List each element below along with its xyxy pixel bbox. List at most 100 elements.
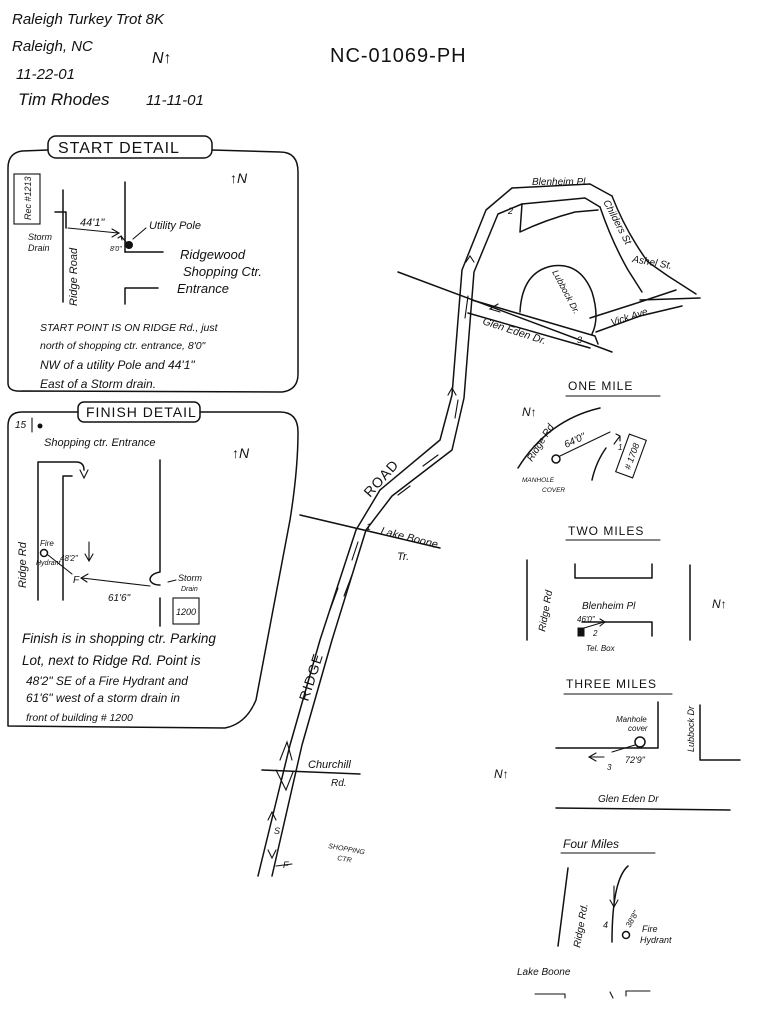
- three-miles-manhole-label-1: Manhole: [616, 715, 647, 724]
- four-miles-hydrant-icon: [621, 930, 631, 940]
- one-mile-title: ONE MILE: [568, 379, 633, 393]
- one-mile-measure-line: [559, 431, 611, 457]
- finish-direction-arrow: [84, 541, 94, 563]
- finish-note-line-3: 48'2" SE of a Fire Hydrant and: [26, 674, 188, 688]
- finish-marker: 15: [15, 420, 27, 431]
- four-miles-marker: 4: [603, 920, 608, 930]
- finish-drain-distance: 61'6": [108, 593, 131, 604]
- map-mile-3: 3: [577, 335, 582, 345]
- map-shopping-ctr-label: CTR: [337, 855, 352, 864]
- map-glen-eden-label: Glen Eden Dr.: [481, 315, 548, 347]
- map-start-finish-arrows: [267, 810, 293, 867]
- two-miles-tel-box-label: Tel. Box: [586, 644, 616, 653]
- four-miles-hydrant-label-2: Hydrant: [640, 935, 672, 945]
- course-id: NC-01069-PH: [330, 45, 467, 67]
- map-mile-2: 2: [507, 206, 513, 216]
- map-churchill-suffix: Rd.: [331, 778, 347, 789]
- building-1200-box: [172, 597, 200, 625]
- glen-eden-edge: [555, 807, 731, 811]
- two-miles-north-block: [574, 563, 653, 579]
- four-miles-road-label: Ridge Rd.: [572, 903, 591, 949]
- start-note-line-4: East of a Storm drain.: [40, 377, 156, 391]
- finish-note-line-1: Finish is in shopping ctr. Parking: [22, 631, 216, 646]
- one-mile-arrow: [613, 433, 621, 445]
- four-miles-distance: 38'8": [624, 908, 641, 929]
- tel-box-icon: [577, 627, 585, 637]
- four-miles-road-east-edge: [611, 865, 629, 943]
- race-name: Raleigh Turkey Trot 8K: [12, 11, 165, 28]
- map-shopping-label: SHOPPING: [328, 843, 366, 856]
- two-miles-marker: 2: [592, 629, 598, 638]
- lake-boone-edges: [534, 990, 651, 999]
- two-miles-road-label: Ridge Rd: [537, 589, 555, 632]
- childers-inner-edge: [599, 206, 643, 293]
- finish-marker-dot: [37, 423, 43, 429]
- vick-south-edge: [595, 305, 683, 333]
- three-miles-lubbock-east-edge: [699, 704, 741, 761]
- building-1708-outline: [614, 433, 648, 479]
- finish-note-line-2: Lot, next to Ridge Rd. Point is: [22, 653, 201, 668]
- race-date: 11-22-01: [16, 66, 75, 83]
- one-mile-manhole-label-1: MANHOLE: [522, 477, 555, 484]
- lubbock-loop-edge: [519, 264, 597, 335]
- start-entrance-label-2: Shopping Ctr.: [183, 264, 262, 279]
- finish-ridge-road-west-edge: [37, 461, 85, 601]
- start-storm-drain-label-1: Storm: [28, 232, 53, 242]
- utility-pole-icon: [125, 241, 133, 249]
- two-miles-distance: 46'0": [577, 615, 596, 624]
- one-mile-north-icon: N↑: [522, 405, 537, 419]
- start-entrance-south-edge: [124, 287, 159, 305]
- route-arrows-north: [397, 295, 469, 496]
- three-miles-title: THREE MILES: [566, 677, 657, 691]
- finish-detail-frame: [7, 411, 299, 729]
- three-miles-cross-street: Glen Eden Dr: [598, 794, 659, 805]
- four-miles-road-west-edge: [557, 867, 569, 947]
- glen-eden-south-edge: [467, 312, 591, 349]
- churchill-line: [261, 769, 361, 775]
- ridge-road-west-edge: [257, 187, 513, 877]
- map-start-mark: S: [274, 826, 280, 836]
- one-mile-road-east-edge: [591, 447, 607, 481]
- finish-drain-measure-arrow: [79, 573, 151, 587]
- start-detail-title: START DETAIL: [58, 140, 180, 157]
- start-pole-arrow: [117, 235, 127, 243]
- three-miles-distance: 72'9": [625, 755, 646, 765]
- finish-building-label: 1200: [176, 607, 196, 617]
- map-mile-1: 1: [366, 522, 371, 532]
- three-miles-lubbock-west-edge: [555, 701, 659, 749]
- vick-north-edge: [589, 289, 677, 319]
- glen-eden-arrow: [488, 303, 501, 313]
- utility-pole-pointer: [132, 227, 147, 240]
- map-churchill-label: Churchill: [308, 759, 351, 771]
- three-miles-north-icon: N↑: [494, 767, 509, 781]
- finish-hydrant-label-1: Fire: [40, 539, 54, 548]
- start-entrance-label-1: Ridgewood: [180, 247, 246, 262]
- start-pole-offset: 8'0": [110, 246, 122, 253]
- lake-boone-line: [299, 514, 441, 549]
- map-lake-boone-label: Lake Boone: [379, 525, 439, 551]
- start-drain-distance: 44'1": [80, 217, 105, 229]
- start-note-line-3: NW of a utility Pole and 44'1": [40, 358, 195, 372]
- loop-inner-edge: [519, 203, 599, 233]
- race-location: Raleigh, NC: [12, 38, 93, 55]
- cross-street-line: [397, 271, 613, 353]
- finish-entrance-arrow: [79, 469, 89, 480]
- start-note-line-1: START POINT IS ON RIDGE Rd., just: [40, 322, 219, 334]
- ridge-road-east-edge: [271, 203, 523, 877]
- manhole-cover-icon: [551, 454, 561, 464]
- map-lubbock-label: Lubbock Dr.: [550, 268, 581, 315]
- glen-eden-north-edge: [471, 299, 599, 345]
- one-mile-road-west-edge: [517, 407, 601, 469]
- finish-north-icon: ↑N: [232, 445, 250, 461]
- ashel-east-line: [639, 297, 701, 301]
- measure-date: 11-11-01: [146, 92, 204, 109]
- utility-pole-label: Utility Pole: [149, 220, 201, 232]
- three-miles-manhole-label-2: cover: [628, 724, 648, 733]
- start-detail-frame: [7, 149, 299, 393]
- start-ridge-road-label: Ridge Road: [68, 247, 80, 306]
- finish-lot-edge: [149, 459, 161, 627]
- two-miles-title: TWO MILES: [568, 524, 644, 538]
- finish-ridge-road-label: Ridge Rd: [17, 541, 29, 588]
- one-mile-marker: 1: [618, 443, 622, 452]
